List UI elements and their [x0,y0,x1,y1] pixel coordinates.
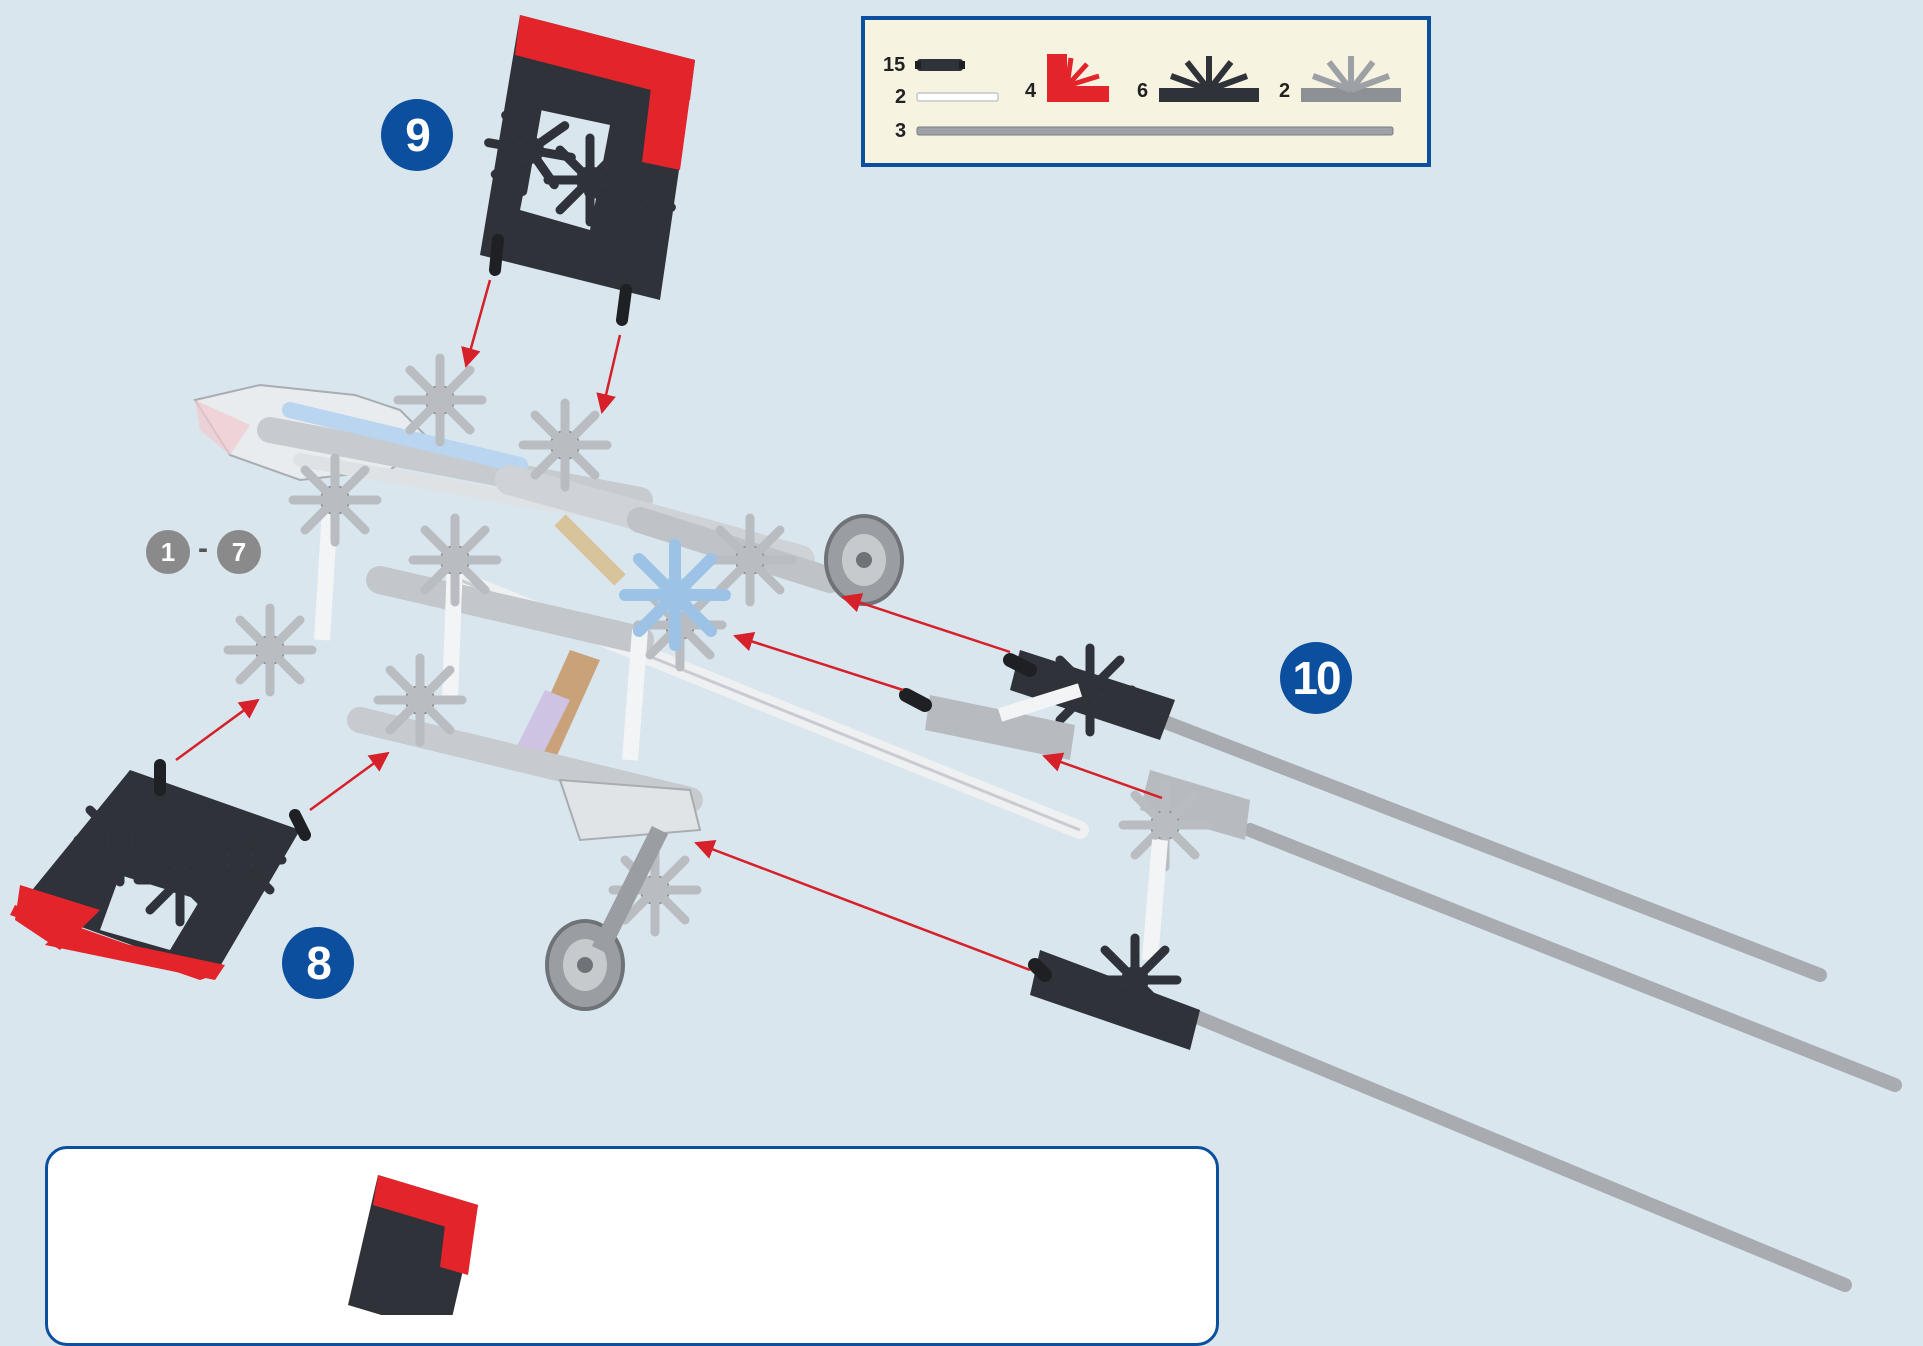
range-separator: - [198,532,208,566]
arrow-10-middle [735,636,903,690]
part-count-red-corner: 4 [1025,80,1036,103]
arrow-10-top [843,597,1010,652]
step-8-subassembly [10,765,305,980]
range-start-number: 1 [161,537,175,568]
detail-view-box [45,1146,1219,1346]
arrow-8-right [310,753,388,810]
part-count-long-grey-rod: 3 [895,120,906,143]
step-9-number: 9 [405,108,429,162]
step-10-number: 10 [1292,651,1339,705]
step-9-badge: 9 [381,99,453,171]
black-half-connector-icon [1157,50,1261,106]
arrow-9-left [466,280,490,366]
range-start-badge: 1 [146,530,190,574]
arrow-8-left [176,700,258,760]
part-count-grey-half: 2 [1279,80,1290,103]
detail-subassembly-image [318,1175,488,1315]
red-corner-connector-icon [1043,50,1113,106]
step-8-badge: 8 [282,927,354,999]
main-model [195,358,1080,1009]
arrow-10-side [1044,756,1162,798]
part-count-black-connector: 15 [883,54,905,77]
step-9-subassembly [480,15,695,320]
parts-list-box: 15 2 3 4 6 2 [861,16,1431,167]
step-8-number: 8 [306,936,330,990]
range-end-badge: 7 [217,530,261,574]
long-grey-rod-icon [915,123,1395,139]
range-end-number: 7 [232,537,246,568]
step-10-badge: 10 [1280,642,1352,714]
part-count-white-rod: 2 [895,86,906,109]
assembly-diagram [0,0,1923,1306]
grey-half-connector-icon [1299,50,1403,106]
arrow-10-bottom [696,843,1030,970]
black-connector-icon [915,56,965,74]
arrow-9-right [602,335,620,412]
white-rod-icon [915,88,1000,106]
part-count-black-half: 6 [1137,80,1148,103]
